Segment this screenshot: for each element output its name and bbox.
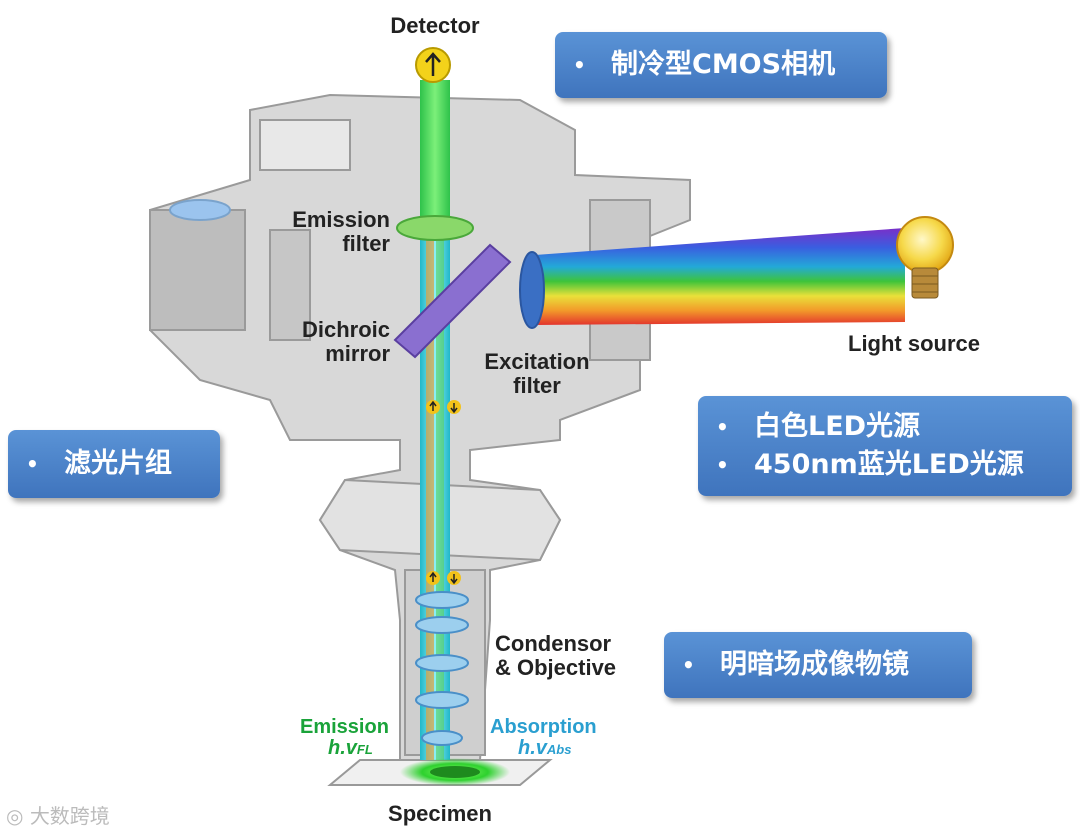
specimen-label: Specimen (388, 801, 492, 826)
detector-label: Detector (390, 13, 480, 38)
condensor-objective-label: Condensor & Objective (495, 631, 617, 680)
camera-callout: •制冷型CMOS相机 (555, 32, 887, 98)
light-source-callout: •白色LED光源 •450nm蓝光LED光源 (698, 396, 1072, 496)
emission-label: Emission (300, 716, 389, 738)
emission-filter-shape (396, 215, 474, 241)
light-bulb-icon (896, 216, 954, 299)
objective-lenses (415, 591, 469, 746)
objective-callout: •明暗场成像物镜 (664, 632, 972, 698)
arrow-markers (426, 400, 461, 585)
emission-filter-label: Emission filter (292, 207, 390, 256)
excitation-light-beam (535, 228, 905, 325)
dichroic-mirror-label: Dichroic mirror (301, 317, 390, 366)
emission-formula: h.vFL (328, 737, 373, 759)
light-source-label: Light source (848, 331, 981, 356)
absorption-formula: h.vAbs (518, 737, 572, 759)
excitation-filter-shape (519, 251, 545, 329)
absorption-label: Absorption (490, 716, 597, 738)
watermark-logo: ◎ 大数跨境 (6, 804, 110, 828)
mixed-beam-stripe (426, 240, 434, 760)
emission-beam-upper (420, 80, 450, 240)
dichroic-mirror-shape (393, 243, 512, 359)
filters-callout: •滤光片组 (8, 430, 220, 498)
excitation-filter-label: Excitation filter (484, 349, 590, 398)
